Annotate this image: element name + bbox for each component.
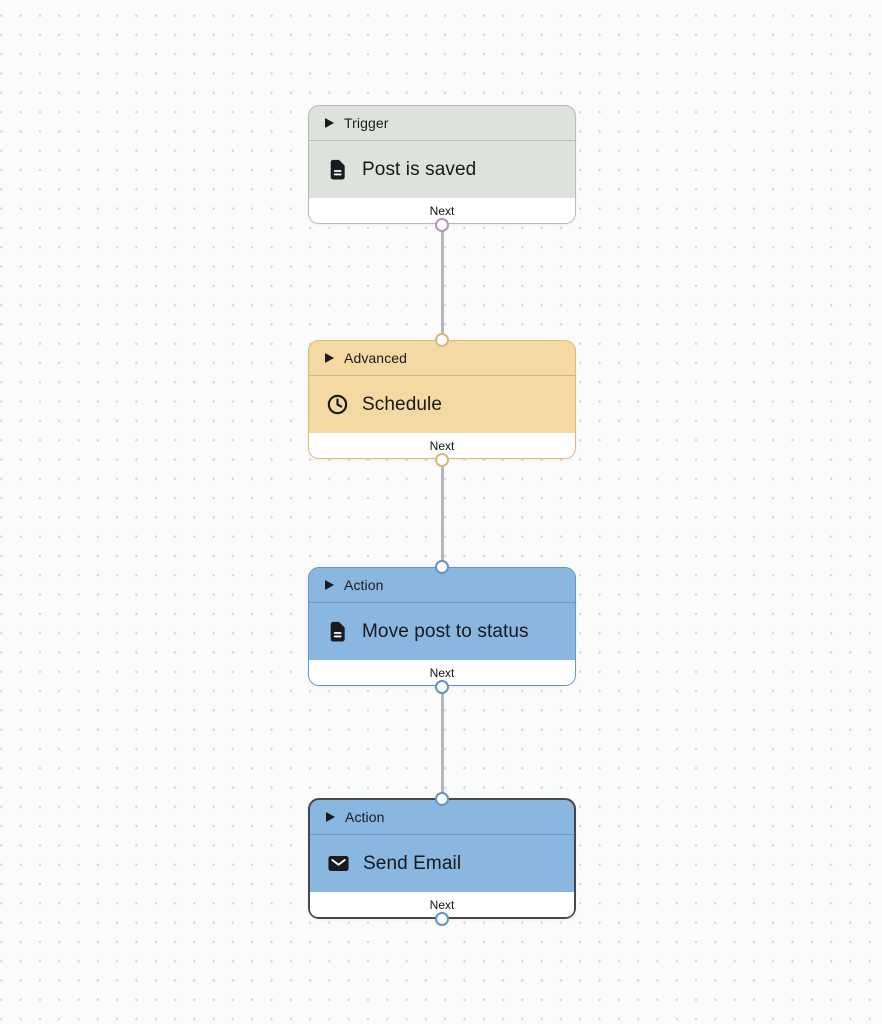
node-header[interactable]: Action [310,800,574,835]
next-label: Next [429,665,455,680]
document-icon [326,158,349,181]
mail-icon [327,852,350,875]
connector-line [440,685,444,799]
node-body: Schedule [309,376,575,433]
node-body: Post is saved [309,141,575,198]
workflow-node-action-move-post[interactable]: Action Move post to status Next [308,559,576,694]
output-port[interactable] [435,217,449,232]
node-category-label: Advanced [344,350,408,366]
node-title: Schedule [362,393,443,415]
node-header[interactable]: Action [309,568,575,603]
connector-line [440,223,444,341]
document-icon [326,620,349,643]
next-label: Next [429,438,455,453]
clock-icon [326,393,349,416]
workflow-node-trigger[interactable]: Trigger Post is saved Next [308,105,576,232]
play-icon [325,580,334,590]
node-header[interactable]: Advanced [309,341,575,376]
node-category-label: Trigger [344,115,389,131]
node-category-label: Action [344,577,384,593]
workflow-node-action-send-email[interactable]: Action Send Email Next [308,791,576,926]
node-body: Send Email [310,835,574,892]
input-port[interactable] [435,559,449,574]
output-port[interactable] [435,911,449,926]
input-port[interactable] [435,791,449,806]
node-title: Post is saved [362,158,477,180]
next-label: Next [429,203,455,218]
output-port[interactable] [435,452,449,467]
node-header[interactable]: Trigger [309,106,575,141]
input-port[interactable] [435,332,449,347]
play-icon [326,812,335,822]
play-icon [325,118,334,128]
node-body: Move post to status [309,603,575,660]
node-category-label: Action [345,809,385,825]
next-label: Next [429,897,455,912]
output-port[interactable] [435,679,449,694]
workflow-node-advanced[interactable]: Advanced Schedule Next [308,332,576,467]
node-title: Send Email [363,852,462,874]
node-title: Move post to status [362,620,529,642]
connector-line [440,458,444,568]
play-icon [325,353,334,363]
